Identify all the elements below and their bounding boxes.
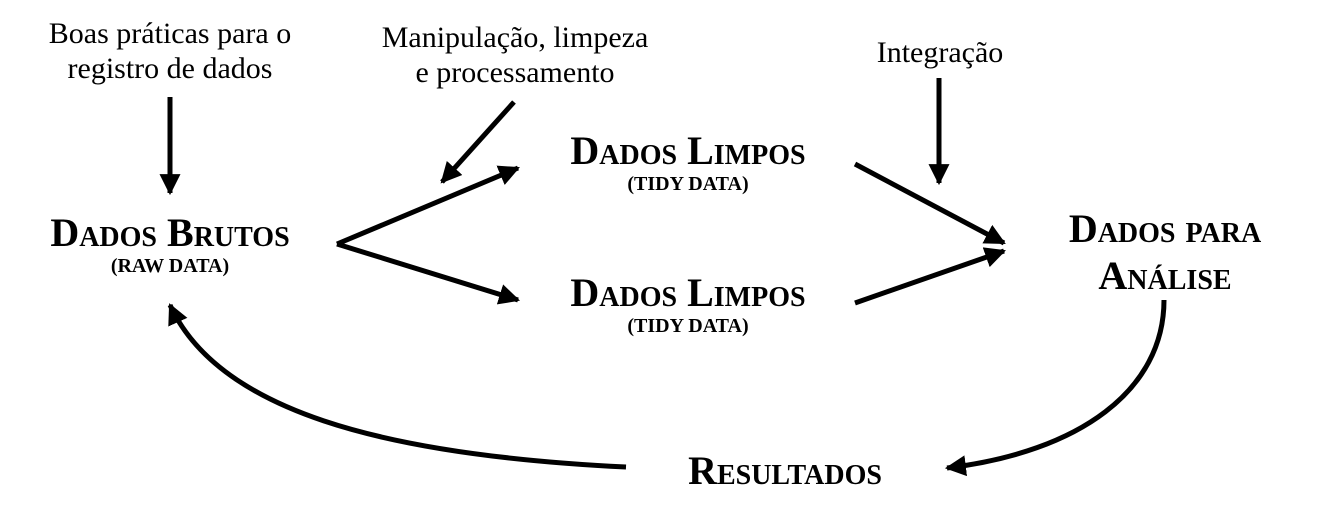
node-dados-brutos-subtitle: (RAW DATA): [110, 255, 230, 277]
node-dados-brutos: Dados Brutos (RAW DATA): [10, 212, 330, 278]
node-dados-limpos-2-subtitle: (TIDY DATA): [627, 315, 749, 337]
node-dados-para-analise-line-2: Análise: [1098, 253, 1232, 298]
arrow-brutos-to-limpos-1: [336, 165, 520, 247]
annotation-manipulacao-line-1: Manipulação, limpeza: [381, 21, 649, 54]
node-resultados-title: Resultados: [688, 448, 882, 493]
arrow-limpos-2-to-analise: [854, 247, 1006, 306]
annotation-manipulacao-line-2: e processamento: [415, 56, 615, 89]
annotation-registro: Boas práticas para o registro de dados: [20, 16, 320, 86]
annotation-registro-line-1: Boas práticas para o: [48, 17, 292, 50]
node-dados-limpos-2: Dados Limpos (TIDY DATA): [528, 272, 848, 338]
node-dados-limpos-1: Dados Limpos (TIDY DATA): [528, 130, 848, 196]
annotation-integracao-line-1: Integração: [876, 36, 1004, 69]
node-dados-para-analise-line-1: Dados para: [1068, 206, 1262, 251]
node-dados-limpos-1-title: Dados Limpos: [570, 128, 806, 173]
node-dados-para-analise: Dados para Análise: [1010, 205, 1320, 299]
arrow-brutos-to-limpos-2: [336, 241, 521, 305]
arrow-analise-to-resultados: [944, 299, 1167, 477]
arrow-resultados-to-brutos: [167, 303, 627, 470]
annotation-registro-line-2: registro de dados: [67, 52, 273, 85]
node-resultados: Resultados: [630, 450, 940, 492]
arrow-manipulacao-to-branch: [440, 100, 516, 184]
arrow-limpos-1-to-analise: [853, 161, 1006, 246]
node-dados-limpos-1-subtitle: (TIDY DATA): [627, 173, 749, 195]
node-dados-brutos-title: Dados Brutos: [50, 210, 290, 255]
node-dados-limpos-2-title: Dados Limpos: [570, 270, 806, 315]
annotation-integracao: Integração: [840, 35, 1040, 70]
annotation-manipulacao: Manipulação, limpeza e processamento: [355, 20, 675, 90]
